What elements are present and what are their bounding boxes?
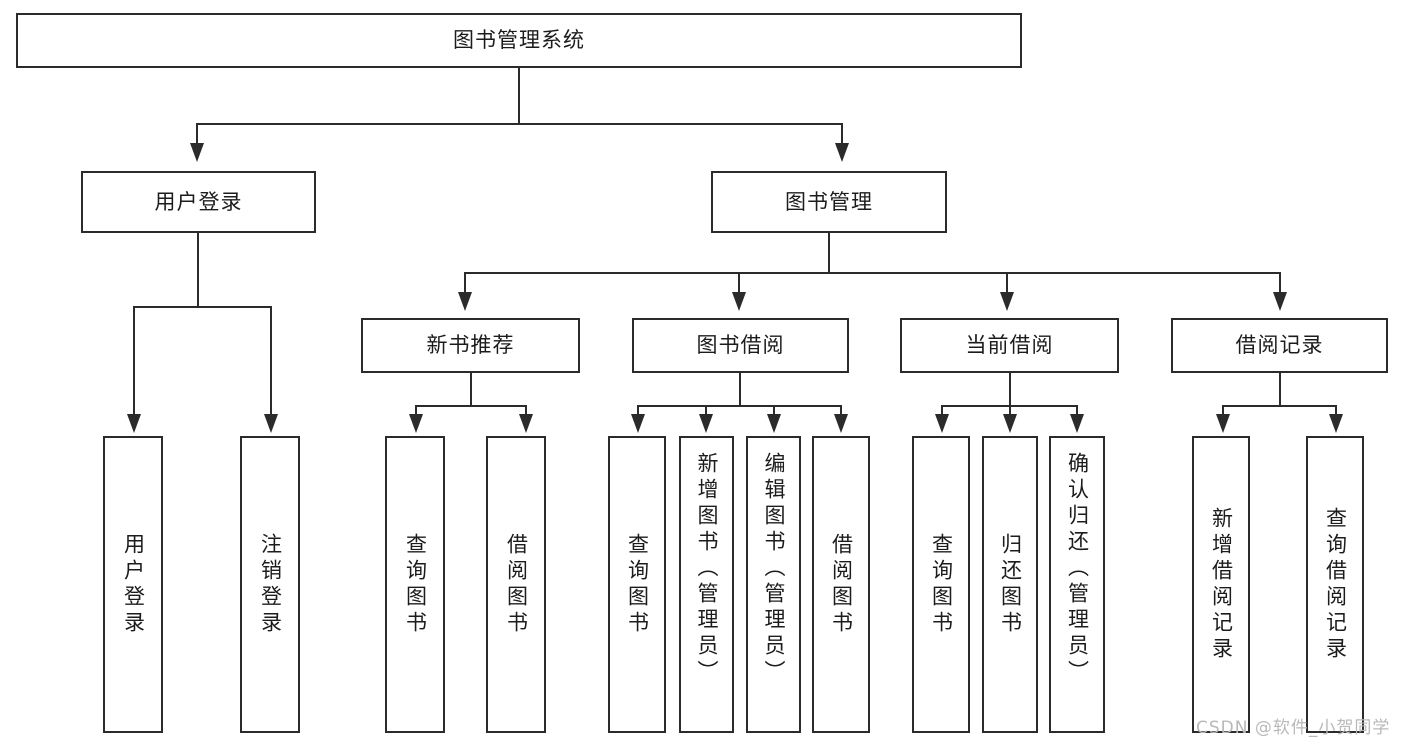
connector-book-borrow-drop-1 (637, 405, 639, 416)
connector-level3-drop-1 (464, 272, 466, 294)
connector-book-borrow-stem (739, 373, 741, 406)
node-leaf-add-book[interactable]: 新增图书（管理员） (679, 436, 734, 733)
node-label: 新增图书（管理员） (695, 452, 719, 686)
node-leaf-query-book-2[interactable]: 查询图书 (608, 436, 666, 733)
csdn-watermark: CSDN @软件_小贺同学 (1196, 718, 1391, 738)
connector-book-borrow-drop-4 (840, 405, 842, 416)
node-book-borrow[interactable]: 图书借阅 (632, 318, 849, 373)
node-label: 确认归还（管理员） (1065, 452, 1090, 686)
node-leaf-borrow-book-2[interactable]: 借阅图书 (812, 436, 870, 733)
connector-borrow-record-drop-2 (1335, 405, 1337, 416)
connector-level3-drop-3 (1006, 272, 1008, 294)
node-label: 借阅图书 (829, 532, 854, 637)
arrow-to-new-book-recommend (458, 292, 472, 311)
connector-new-book-stem (470, 373, 472, 406)
arrow-to-borrow-record (1273, 292, 1287, 311)
node-leaf-query-record[interactable]: 查询借阅记录 (1306, 436, 1364, 733)
connector-user-login-bus (133, 306, 272, 308)
node-label: 编辑图书（管理员） (762, 452, 786, 686)
connector-borrow-record-stem (1279, 373, 1281, 406)
connector-book-borrow-bus (637, 405, 842, 407)
node-label: 查询图书 (929, 532, 954, 637)
arrow-to-leaf-user-login (127, 414, 141, 433)
connector-user-login-drop-2 (270, 306, 272, 416)
node-label: 注销登录 (258, 532, 283, 637)
node-label: 当前借阅 (965, 333, 1054, 358)
connector-book-borrow-drop-3 (773, 405, 775, 416)
connector-current-borrow-drop-1 (941, 405, 943, 416)
connector-user-login-drop-1 (133, 306, 135, 416)
node-leaf-user-login[interactable]: 用户登录 (103, 436, 163, 733)
arrow-to-leaf-query-book-2 (631, 414, 645, 433)
connector-book-manage-stem (828, 233, 830, 273)
node-label: 用户登录 (121, 532, 146, 637)
connector-root-stem (518, 68, 520, 124)
node-user-login[interactable]: 用户登录 (81, 171, 316, 233)
arrow-to-book-borrow (732, 292, 746, 311)
connector-current-borrow-stem (1009, 373, 1011, 406)
connector-root-drop-right (841, 123, 843, 145)
node-leaf-borrow-book-1[interactable]: 借阅图书 (486, 436, 546, 733)
arrow-to-leaf-user-logout (264, 414, 278, 433)
node-new-book-recommend[interactable]: 新书推荐 (361, 318, 580, 373)
node-book-manage[interactable]: 图书管理 (711, 171, 947, 233)
connector-current-borrow-drop-2 (1009, 405, 1011, 416)
node-leaf-query-book-3[interactable]: 查询图书 (912, 436, 970, 733)
connector-user-login-stem (197, 233, 199, 307)
connector-level3-drop-4 (1279, 272, 1281, 294)
arrow-to-leaf-query-book-3 (935, 414, 949, 433)
arrow-to-leaf-confirm-return (1070, 414, 1084, 433)
node-label: 新增借阅记录 (1209, 506, 1234, 663)
node-leaf-edit-book[interactable]: 编辑图书（管理员） (746, 436, 801, 733)
node-label: 图书借阅 (696, 333, 785, 358)
connector-borrow-record-drop-1 (1222, 405, 1224, 416)
arrow-to-book-manage (835, 143, 849, 162)
node-leaf-query-book-1[interactable]: 查询图书 (385, 436, 445, 733)
connector-book-borrow-drop-2 (705, 405, 707, 416)
connector-current-borrow-drop-3 (1076, 405, 1078, 416)
node-label: 用户登录 (154, 189, 243, 214)
arrow-to-leaf-borrow-book-2 (834, 414, 848, 433)
node-label: 图书管理系统 (453, 28, 585, 53)
node-leaf-user-logout[interactable]: 注销登录 (240, 436, 300, 733)
connector-root-drop-left (196, 123, 198, 145)
connector-new-book-bus (415, 405, 527, 407)
node-current-borrow[interactable]: 当前借阅 (900, 318, 1119, 373)
node-leaf-add-record[interactable]: 新增借阅记录 (1192, 436, 1250, 733)
arrow-to-leaf-query-book-1 (409, 414, 423, 433)
node-label: 查询图书 (403, 532, 428, 637)
connector-level3-drop-2 (738, 272, 740, 294)
arrow-to-leaf-return-book (1003, 414, 1017, 433)
node-label: 图书管理 (785, 189, 873, 214)
node-label: 新书推荐 (426, 333, 515, 358)
connector-new-book-drop-2 (525, 405, 527, 416)
arrow-to-leaf-borrow-book-1 (519, 414, 533, 433)
node-label: 归还图书 (998, 532, 1023, 637)
node-borrow-record[interactable]: 借阅记录 (1171, 318, 1388, 373)
connector-new-book-drop-1 (415, 405, 417, 416)
connector-root-bus (196, 123, 843, 125)
connector-borrow-record-bus (1222, 405, 1337, 407)
arrow-to-current-borrow (1000, 292, 1014, 311)
node-root-system[interactable]: 图书管理系统 (16, 13, 1022, 68)
arrow-to-leaf-query-record (1329, 414, 1343, 433)
arrow-to-user-login (190, 143, 204, 162)
node-leaf-return-book[interactable]: 归还图书 (982, 436, 1038, 733)
arrow-to-leaf-edit-book (767, 414, 781, 433)
node-label: 借阅图书 (504, 532, 529, 637)
node-label: 查询借阅记录 (1323, 506, 1348, 663)
connector-level3-bus (464, 272, 1281, 274)
arrow-to-leaf-add-record (1216, 414, 1230, 433)
node-leaf-confirm-return[interactable]: 确认归还（管理员） (1049, 436, 1105, 733)
node-label: 借阅记录 (1235, 333, 1324, 358)
arrow-to-leaf-add-book (699, 414, 713, 433)
node-label: 查询图书 (625, 532, 650, 637)
